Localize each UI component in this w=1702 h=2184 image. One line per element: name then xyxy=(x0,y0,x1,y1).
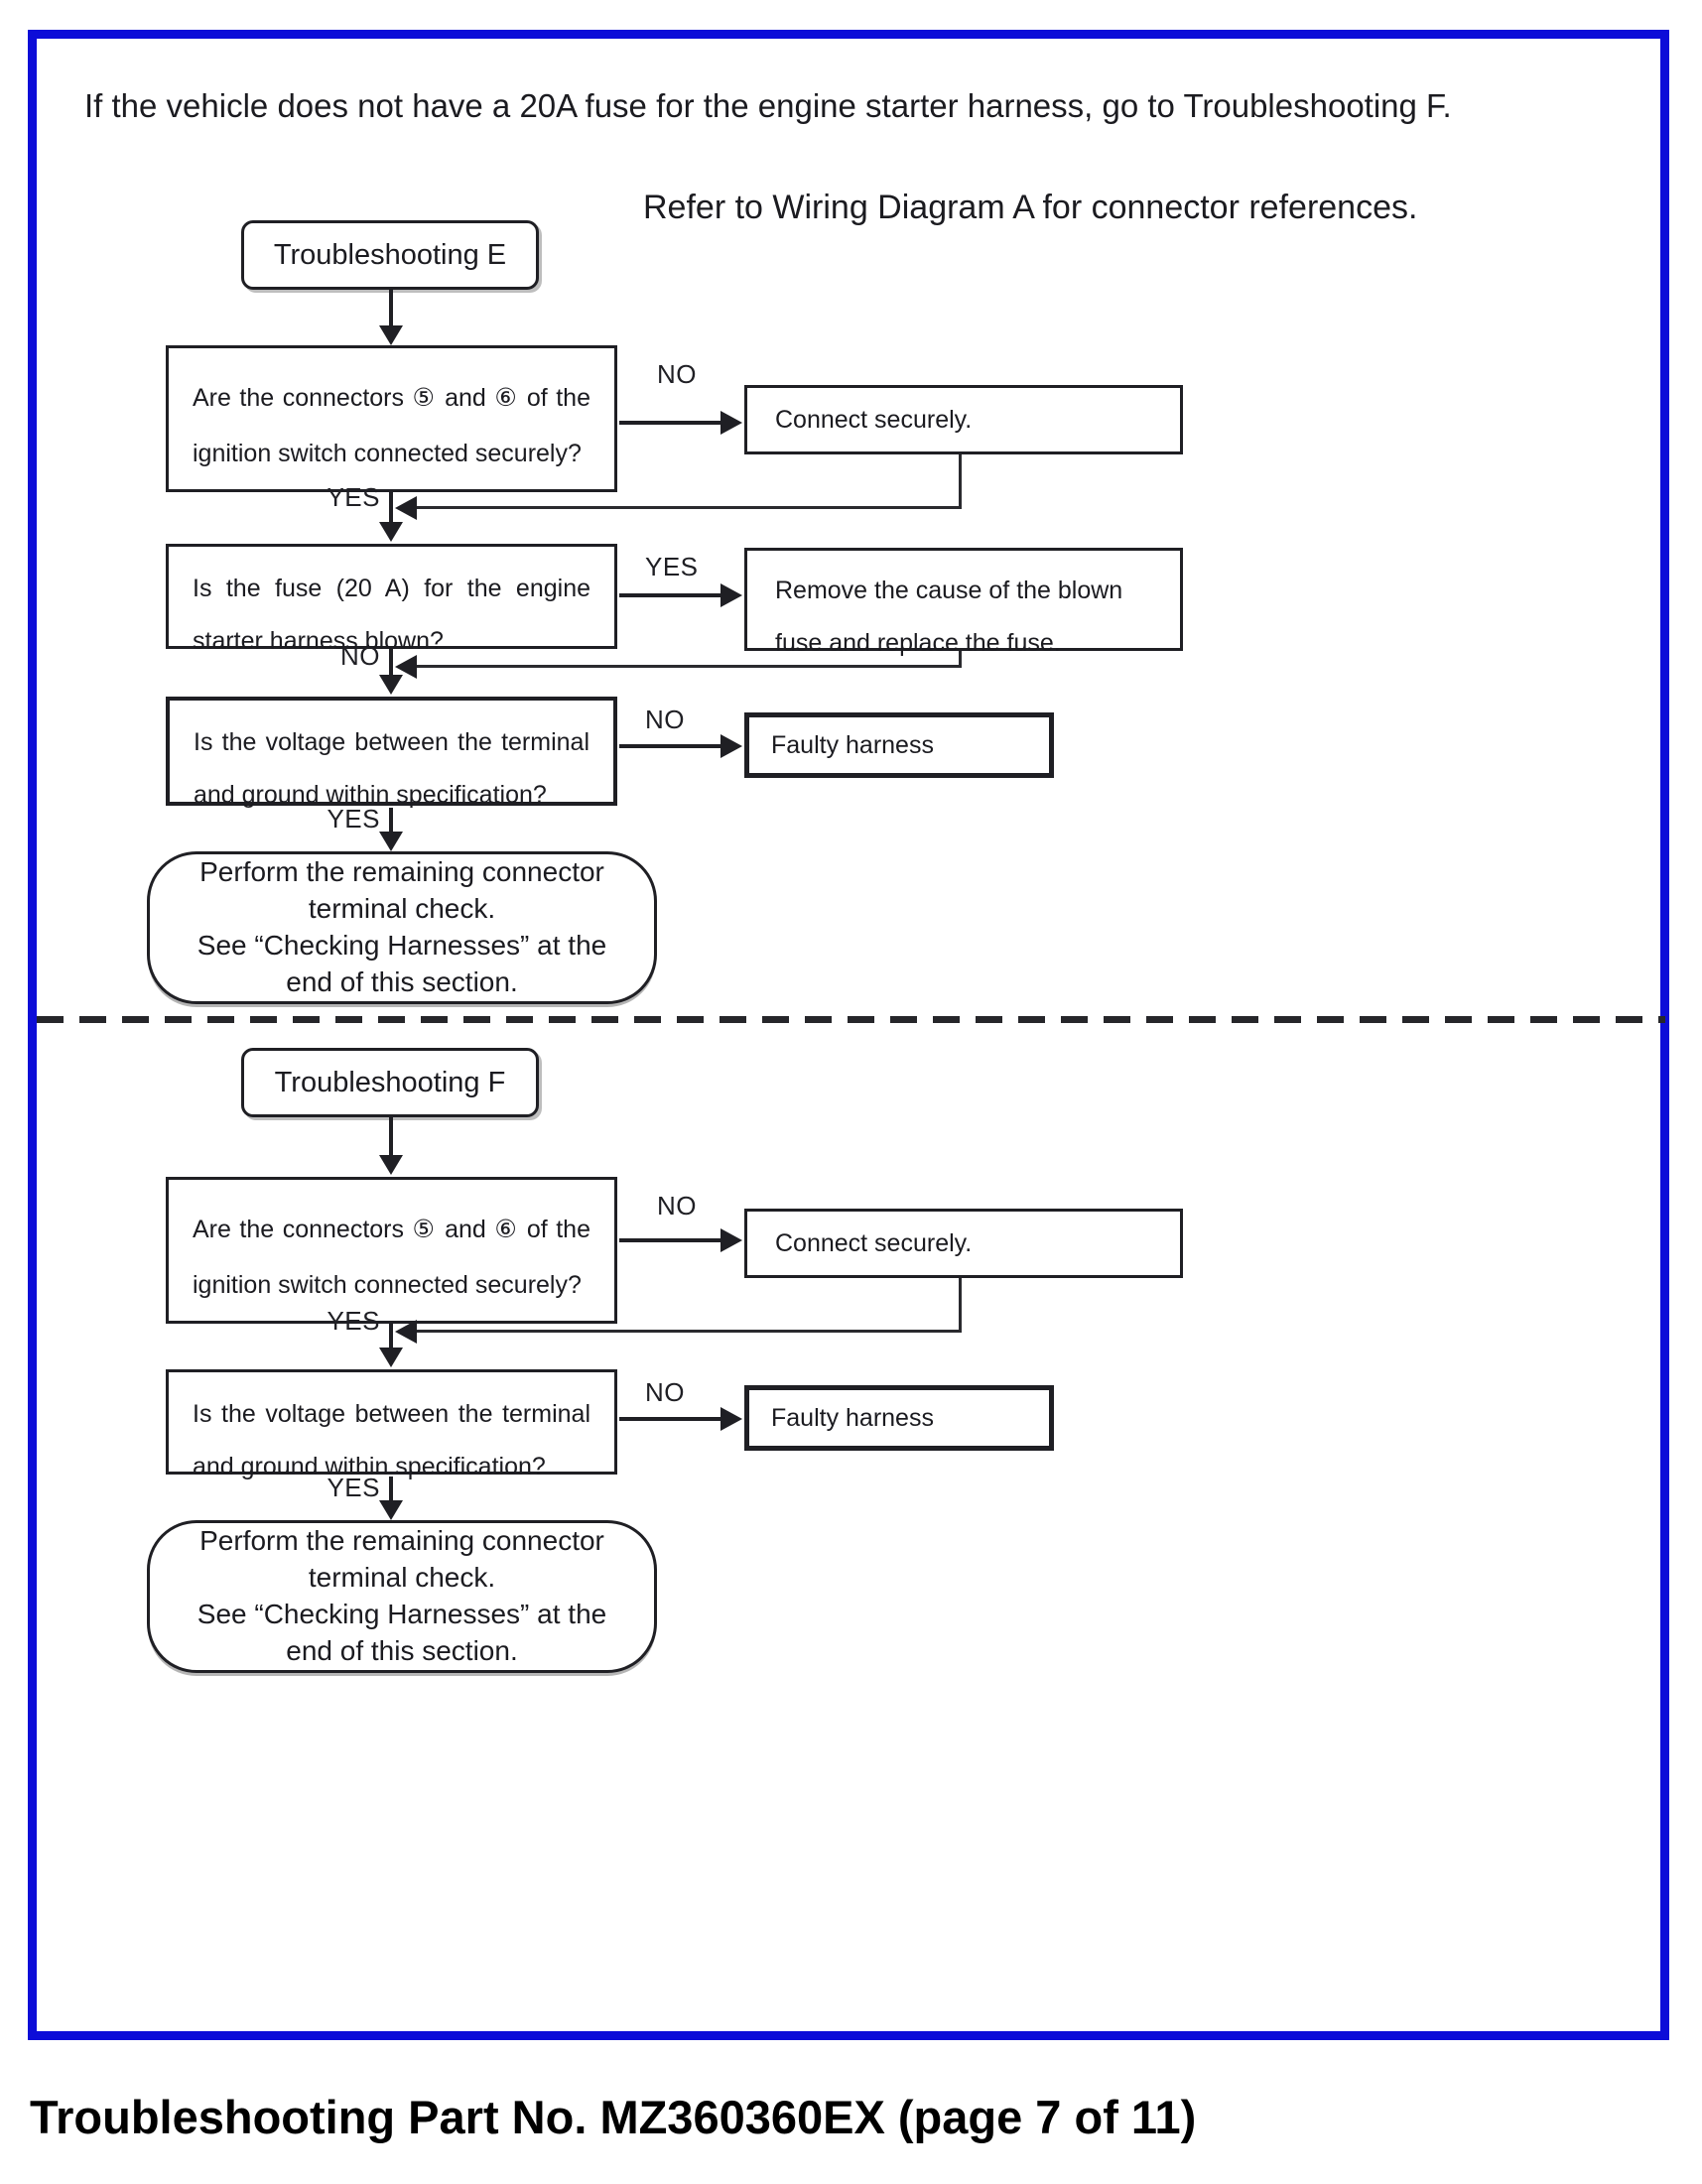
yes-label: YES xyxy=(327,1306,380,1336)
arrowhead-down xyxy=(379,675,403,695)
arrowhead-down xyxy=(379,325,403,345)
arrowhead-right xyxy=(720,1228,742,1252)
arrowhead-left xyxy=(395,1320,417,1344)
flow-line xyxy=(389,1477,393,1502)
flow-line xyxy=(619,744,720,748)
feedback-line xyxy=(417,665,962,668)
feedback-line xyxy=(959,1278,962,1332)
arrowhead-right xyxy=(720,411,742,435)
feedback-line xyxy=(417,506,962,509)
flow-e-start-box: Troubleshooting E xyxy=(241,220,539,290)
flow-line xyxy=(619,1417,720,1421)
feedback-line xyxy=(959,651,962,667)
arrowhead-left xyxy=(395,496,417,520)
flow-line xyxy=(619,593,720,597)
no-label: NO xyxy=(657,359,697,389)
arrowhead-right xyxy=(720,734,742,758)
flow-line xyxy=(389,1117,393,1157)
feedback-line xyxy=(417,1330,962,1333)
arrowhead-left xyxy=(395,655,417,679)
flow-f-question-voltage: Is the voltage between the terminal and … xyxy=(166,1369,617,1480)
flow-line xyxy=(389,649,393,677)
arrowhead-down xyxy=(379,1348,403,1367)
refer-note: Refer to Wiring Diagram A for connector … xyxy=(643,189,1418,226)
arrowhead-down xyxy=(379,522,403,542)
page-frame xyxy=(28,30,1669,2040)
flow-e-question-connectors: Are the connectors ⑤ and ⑥ of the igniti… xyxy=(166,345,617,492)
flow-f-action-connect: Connect securely. xyxy=(744,1209,1183,1278)
yes-label: YES xyxy=(327,1473,380,1502)
flow-f-action-faulty-harness: Faulty harness xyxy=(744,1385,1054,1451)
arrowhead-down xyxy=(379,1155,403,1175)
flow-line xyxy=(389,290,393,329)
arrowhead-right xyxy=(720,1407,742,1431)
arrowhead-right xyxy=(720,583,742,607)
flow-f-start-box: Troubleshooting F xyxy=(241,1048,539,1117)
no-label: NO xyxy=(645,1377,685,1407)
flow-e-question-voltage: Is the voltage between the terminal and … xyxy=(166,697,617,809)
flow-line xyxy=(619,1238,720,1242)
flow-line xyxy=(389,1324,393,1349)
yes-label: YES xyxy=(327,482,380,512)
intro-note: If the vehicle does not have a 20A fuse … xyxy=(84,87,1452,124)
arrowhead-down xyxy=(379,832,403,851)
no-label: NO xyxy=(645,705,685,734)
flow-e-action-faulty-harness: Faulty harness xyxy=(744,712,1054,778)
flow-e-action-fuse: Remove the cause of the blown fuse and r… xyxy=(744,548,1183,657)
flow-f-question-connectors: Are the connectors ⑤ and ⑥ of the igniti… xyxy=(166,1177,617,1324)
flow-e-end-box: Perform the remaining connector terminal… xyxy=(147,851,657,1004)
feedback-line xyxy=(959,454,962,508)
section-divider xyxy=(37,1016,1665,1023)
yes-label: YES xyxy=(327,804,380,834)
yes-label: YES xyxy=(645,552,699,581)
page-caption: Troubleshooting Part No. MZ360360EX (pag… xyxy=(30,2091,1197,2143)
flow-f-end-box: Perform the remaining connector terminal… xyxy=(147,1520,657,1673)
flow-line xyxy=(619,421,720,425)
flow-e-question-fuse: Is the fuse (20 A) for the engine starte… xyxy=(166,544,617,655)
flow-line xyxy=(389,492,393,524)
flow-line xyxy=(389,808,393,834)
arrowhead-down xyxy=(379,1500,403,1520)
flow-e-action-connect: Connect securely. xyxy=(744,385,1183,454)
no-label: NO xyxy=(657,1191,697,1220)
no-label: NO xyxy=(340,641,380,671)
